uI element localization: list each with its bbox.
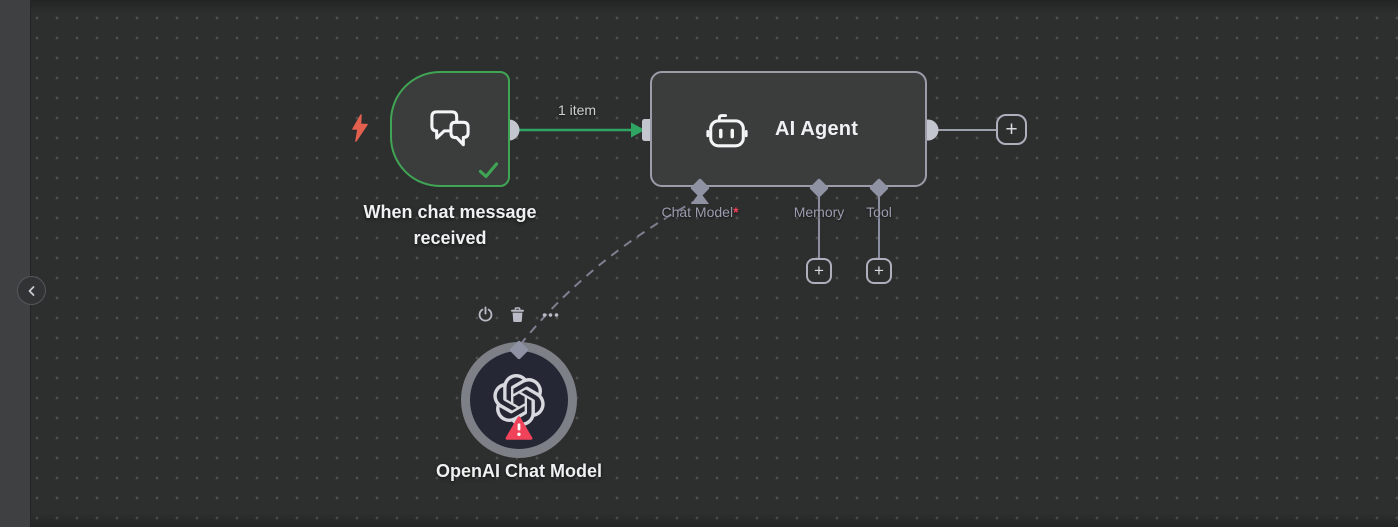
required-marker: * (733, 204, 739, 220)
success-check-icon (478, 161, 499, 179)
sidebar-toggle-button[interactable] (17, 276, 46, 305)
left-sidebar-collapsed (0, 0, 31, 527)
disable-power-icon[interactable] (477, 306, 494, 323)
node-ai-agent[interactable]: AI Agent (650, 71, 927, 187)
connection-arrowhead-icon (631, 122, 645, 138)
warning-triangle-icon (505, 416, 533, 440)
add-tool-button[interactable]: + (866, 258, 892, 284)
plus-icon: + (1005, 117, 1018, 141)
plus-icon: + (874, 261, 884, 280)
port-label-text: Tool (866, 204, 892, 220)
trigger-node-label: When chat message received (363, 202, 537, 248)
port-label-text: Chat Model (661, 204, 734, 220)
robot-icon (704, 111, 750, 148)
port-label-chat-model: Chat Model* (630, 204, 770, 220)
more-options-ellipsis-icon[interactable] (541, 310, 560, 320)
add-memory-button[interactable]: + (806, 258, 832, 284)
lightning-bolt-icon[interactable] (350, 114, 369, 142)
node-when-chat-message-received[interactable] (390, 71, 510, 187)
openai-logo-icon (493, 374, 545, 426)
chat-model-connection-arrow-icon (691, 192, 709, 204)
connection-items-count: 1 item (557, 102, 597, 118)
chevron-left-icon (25, 284, 39, 298)
agent-node-title: AI Agent (775, 117, 859, 140)
delete-trash-icon[interactable] (510, 306, 525, 323)
chat-bubbles-icon (427, 109, 473, 149)
port-label-text: Memory (793, 204, 845, 220)
port-label-tool: Tool (849, 204, 909, 220)
plus-icon: + (814, 261, 824, 280)
add-node-button[interactable]: + (996, 114, 1027, 145)
model-node-label: OpenAI Chat Model (436, 461, 602, 481)
node-toolbar (477, 306, 560, 323)
